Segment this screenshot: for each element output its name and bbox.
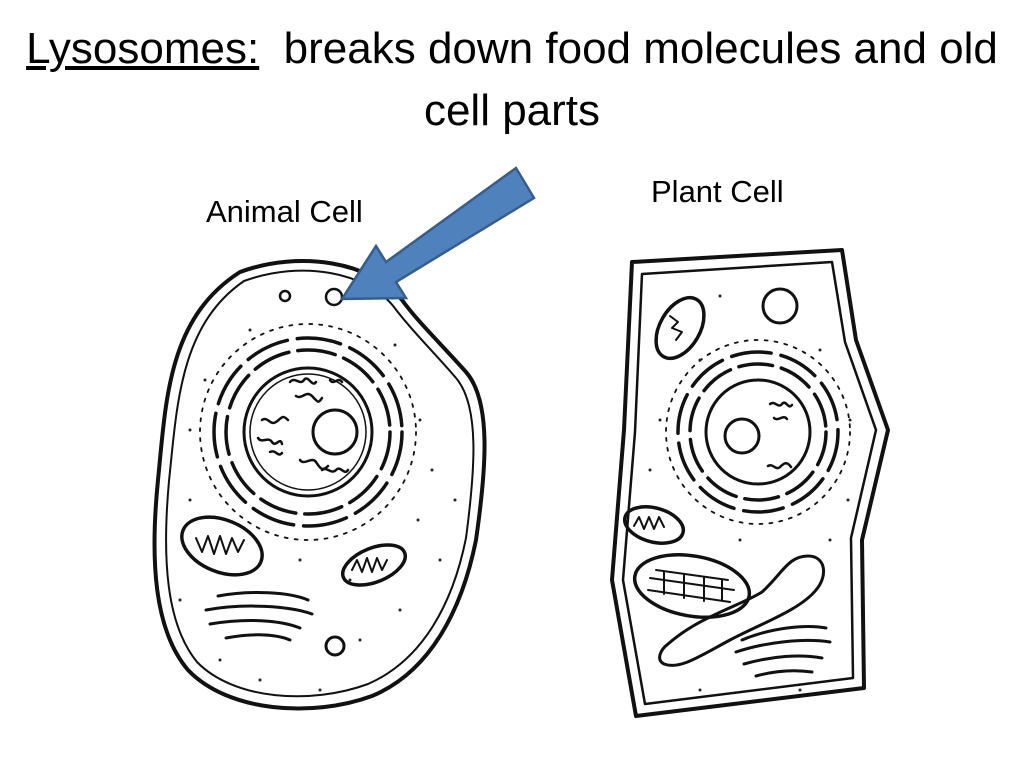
chromatin: [256, 377, 350, 474]
nuclear-envelope: [242, 366, 374, 498]
nuclear-envelope-inner: [249, 373, 367, 491]
plant-cell-wall: [610, 248, 890, 718]
animal-cell-membrane: [152, 259, 487, 711]
animal-cell: [152, 259, 487, 711]
title-definition: breaks down food molecules and old cell …: [283, 24, 998, 135]
animal-cytoplasm-dots: [178, 328, 457, 692]
animal-nucleus: [242, 366, 374, 498]
vesicle-lower: [324, 635, 346, 657]
animal-cell-membrane-inner: [165, 269, 475, 698]
plant-cytoplasm-dots: [648, 294, 852, 692]
rough-er-ring-2: [212, 336, 404, 528]
plant-nucleus: [665, 339, 851, 525]
plant-chloroplast: [632, 553, 752, 619]
plant-chromatin: [766, 401, 794, 470]
lysosome-pointer-arrow: [339, 166, 536, 301]
plant-cell-membrane: [621, 260, 878, 706]
plant-central-vacuole: [658, 554, 825, 667]
plant-rough-er-2: [676, 350, 840, 514]
plant-vesicle: [761, 287, 799, 325]
plant-ribosome-ring: [665, 339, 851, 525]
plant-rough-er-1: [688, 362, 828, 502]
ribosome-ring: [199, 323, 417, 541]
animal-mitochondrion-left: [180, 515, 264, 577]
plant-cell-label: Plant Cell: [651, 174, 784, 209]
plant-nucleolus: [723, 417, 761, 455]
animal-golgi: [204, 591, 314, 642]
nucleolus: [311, 408, 359, 456]
plant-mitochondrion-top: [654, 295, 706, 361]
animal-mitochondrion-right: [340, 543, 408, 587]
plant-nuclear-envelope: [704, 378, 812, 486]
animal-cell-label: Animal Cell: [206, 194, 363, 229]
slide-title: Lysosomes: breaks down food molecules an…: [0, 18, 1024, 142]
plant-mitochondrion-bottom: [622, 505, 686, 545]
rough-er-ring-1: [224, 348, 392, 516]
animal-rough-er: [199, 323, 417, 541]
lysosome: [324, 287, 344, 307]
vesicle: [278, 289, 292, 303]
title-term: Lysosomes:: [26, 24, 260, 73]
plant-cell: [610, 248, 890, 718]
plant-golgi: [734, 625, 832, 678]
